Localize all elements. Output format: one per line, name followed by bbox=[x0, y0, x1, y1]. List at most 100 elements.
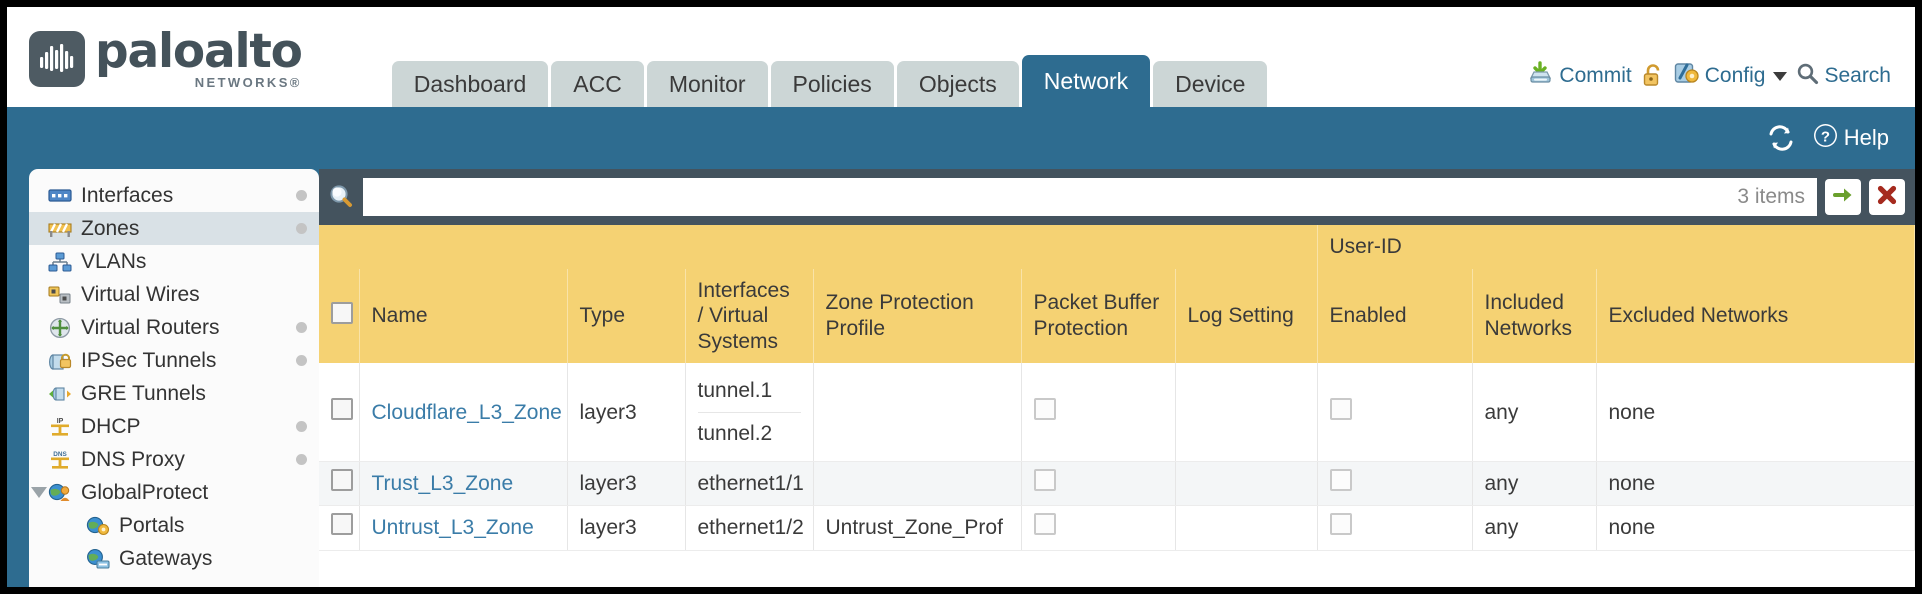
sidebar-item-dhcp[interactable]: IP DHCP bbox=[29, 410, 319, 443]
column-header-excluded[interactable]: Excluded Networks bbox=[1596, 268, 1915, 364]
commit-label: Commit bbox=[1559, 64, 1632, 87]
column-header-type[interactable]: Type bbox=[567, 268, 686, 364]
table-row[interactable]: Trust_L3_Zone layer3 ethernet1/1 bbox=[319, 461, 1915, 507]
portals-icon bbox=[85, 515, 111, 537]
cell-packet-buffer bbox=[1021, 505, 1176, 551]
network-sidebar: Interfaces Zones bbox=[29, 169, 319, 587]
brand-logo[interactable]: paloalto NETWORKS® bbox=[7, 24, 303, 107]
userid-enabled-checkbox[interactable] bbox=[1329, 513, 1352, 536]
config-wrench-icon bbox=[1674, 61, 1700, 91]
table-group-header-row: User-ID bbox=[319, 225, 1915, 269]
sidebar-label: Virtual Wires bbox=[81, 282, 200, 306]
table-header-row: Name Type Interfaces / Virtual Systems Z… bbox=[319, 268, 1915, 364]
cell-excluded-networks: none bbox=[1596, 461, 1915, 507]
cell-packet-buffer bbox=[1021, 363, 1176, 463]
tab-dashboard[interactable]: Dashboard bbox=[391, 61, 549, 107]
row-select-cell bbox=[319, 505, 360, 551]
group-header-spacer bbox=[319, 225, 1318, 269]
vlans-icon bbox=[47, 251, 73, 273]
row-checkbox[interactable] bbox=[331, 513, 353, 536]
table-row[interactable]: Cloudflare_L3_Zone layer3 tunnel.1 tunne… bbox=[319, 363, 1915, 463]
table-row[interactable]: Untrust_L3_Zone layer3 ethernet1/2 Untru… bbox=[319, 505, 1915, 551]
packet-buffer-checkbox[interactable] bbox=[1033, 397, 1056, 420]
refresh-icon[interactable] bbox=[1766, 125, 1796, 151]
sidebar-item-globalprotect[interactable]: GlobalProtect bbox=[29, 476, 319, 509]
cell-enabled bbox=[1317, 505, 1473, 551]
help-question-icon: ? bbox=[1812, 122, 1839, 155]
sidebar-item-gateways[interactable]: Gateways bbox=[29, 542, 319, 575]
packet-buffer-checkbox[interactable] bbox=[1033, 513, 1056, 536]
zone-name-link[interactable]: Untrust_L3_Zone bbox=[371, 516, 534, 540]
collapse-triangle-icon[interactable] bbox=[31, 487, 47, 498]
item-count-label: 3 items bbox=[1737, 185, 1805, 208]
unlocked-padlock-icon[interactable] bbox=[1641, 63, 1665, 89]
clear-filter-button[interactable] bbox=[1869, 179, 1905, 215]
sidebar-item-gre-tunnels[interactable]: GRE Tunnels bbox=[29, 377, 319, 410]
tab-acc[interactable]: ACC bbox=[551, 61, 644, 107]
row-select-cell bbox=[319, 363, 360, 463]
search-button[interactable]: Search bbox=[1796, 62, 1891, 91]
paloalto-logo-icon bbox=[29, 30, 85, 87]
red-x-icon bbox=[1875, 183, 1899, 212]
row-checkbox[interactable] bbox=[331, 469, 353, 492]
app-header: paloalto NETWORKS® Dashboard ACC Monitor… bbox=[7, 7, 1915, 107]
column-header-enabled[interactable]: Enabled bbox=[1317, 268, 1473, 364]
column-header-zone-protection[interactable]: Zone Protection Profile bbox=[813, 268, 1022, 364]
sidebar-item-virtual-routers[interactable]: Virtual Routers bbox=[29, 311, 319, 344]
chevron-down-icon bbox=[1773, 71, 1788, 81]
config-menu-button[interactable]: Config bbox=[1674, 61, 1788, 91]
zones-table-container: User-ID Name Type Interfaces / Virtual S… bbox=[319, 225, 1915, 587]
sidebar-item-zones[interactable]: Zones bbox=[29, 212, 319, 245]
config-label: Config bbox=[1704, 64, 1766, 87]
column-header-log-setting[interactable]: Log Setting bbox=[1175, 268, 1318, 364]
cell-type: layer3 bbox=[567, 363, 686, 463]
brand-tagline: NETWORKS® bbox=[194, 75, 302, 90]
status-dot bbox=[296, 421, 307, 432]
tab-monitor[interactable]: Monitor bbox=[646, 61, 768, 107]
gateways-icon bbox=[85, 548, 111, 570]
header-actions: Commit Config bbox=[1528, 61, 1915, 107]
gre-tunnels-icon bbox=[47, 383, 73, 405]
sidebar-label: VLANs bbox=[81, 249, 147, 273]
brand-name: paloalto bbox=[95, 24, 303, 79]
help-button[interactable]: ? Help bbox=[1812, 122, 1889, 155]
zones-icon bbox=[47, 218, 73, 240]
search-input[interactable]: 3 items bbox=[363, 178, 1817, 216]
tab-device[interactable]: Device bbox=[1153, 61, 1268, 107]
zones-search-bar: 3 items bbox=[319, 169, 1915, 225]
column-header-interfaces[interactable]: Interfaces / Virtual Systems bbox=[685, 268, 814, 364]
zones-table: User-ID Name Type Interfaces / Virtual S… bbox=[319, 225, 1915, 551]
sidebar-item-ipsec-tunnels[interactable]: IPSec Tunnels bbox=[29, 344, 319, 377]
status-dot bbox=[296, 355, 307, 366]
commit-button[interactable]: Commit bbox=[1528, 61, 1632, 91]
column-header-included[interactable]: Included Networks bbox=[1472, 268, 1597, 364]
sidebar-item-virtual-wires[interactable]: Virtual Wires bbox=[29, 278, 319, 311]
sidebar-label: Virtual Routers bbox=[81, 315, 220, 339]
sidebar-item-vlans[interactable]: VLANs bbox=[29, 245, 319, 278]
search-label: Search bbox=[1824, 64, 1891, 87]
sidebar-item-interfaces[interactable]: Interfaces bbox=[29, 179, 319, 212]
apply-filter-button[interactable] bbox=[1825, 179, 1861, 215]
sidebar-label: Interfaces bbox=[81, 183, 174, 207]
tab-objects[interactable]: Objects bbox=[896, 61, 1019, 107]
column-header-name[interactable]: Name bbox=[359, 268, 568, 364]
sidebar-label: IPSec Tunnels bbox=[81, 348, 217, 372]
packet-buffer-checkbox[interactable] bbox=[1033, 469, 1056, 492]
select-all-checkbox[interactable] bbox=[331, 301, 353, 324]
tab-policies[interactable]: Policies bbox=[770, 61, 894, 107]
cell-name: Trust_L3_Zone bbox=[359, 461, 568, 507]
cell-interfaces: tunnel.1 tunnel.2 bbox=[685, 363, 814, 463]
tab-network[interactable]: Network bbox=[1021, 55, 1151, 107]
userid-enabled-checkbox[interactable] bbox=[1329, 397, 1352, 420]
svg-text:?: ? bbox=[1821, 128, 1830, 145]
userid-enabled-checkbox[interactable] bbox=[1329, 469, 1352, 492]
magnifier-icon[interactable] bbox=[327, 183, 355, 211]
sidebar-item-dns-proxy[interactable]: DNS DNS Proxy bbox=[29, 443, 319, 476]
sidebar-item-portals[interactable]: Portals bbox=[29, 509, 319, 542]
ipsec-tunnels-icon bbox=[47, 350, 73, 372]
row-checkbox[interactable] bbox=[331, 397, 353, 420]
column-header-packet-buffer[interactable]: Packet Buffer Protection bbox=[1021, 268, 1176, 364]
zone-name-link[interactable]: Trust_L3_Zone bbox=[371, 472, 514, 496]
zone-name-link[interactable]: Cloudflare_L3_Zone bbox=[371, 400, 562, 424]
